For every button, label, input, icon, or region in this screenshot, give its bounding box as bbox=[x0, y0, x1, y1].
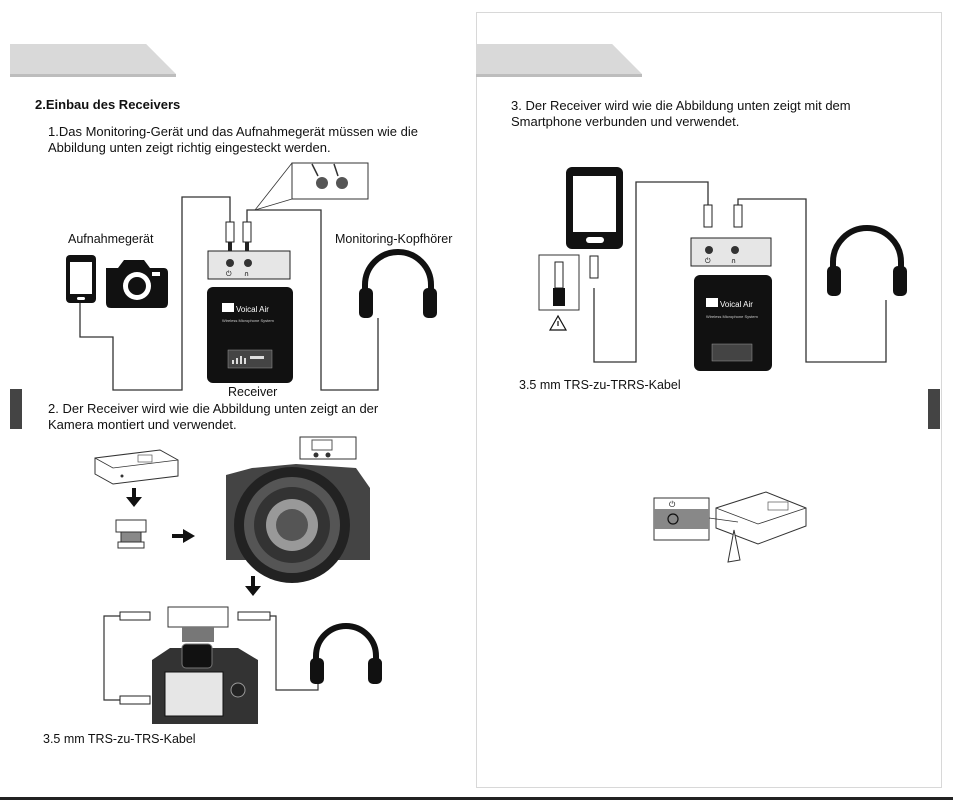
arrow-right-icon bbox=[172, 529, 195, 543]
power-panel: ⏻ bbox=[653, 497, 710, 541]
trs-plugs bbox=[119, 611, 271, 705]
plugs bbox=[703, 204, 743, 228]
arrow-down-icon bbox=[126, 488, 142, 507]
label-receiver: Receiver bbox=[228, 385, 278, 399]
camera-rear bbox=[152, 606, 258, 724]
step3-line2: Smartphone verbunden und verwendet. bbox=[511, 114, 740, 129]
right-header-line bbox=[476, 74, 642, 77]
section-heading: 2.Einbau des Receivers bbox=[35, 97, 181, 112]
left-cable-label: 3.5 mm TRS-zu-TRS-Kabel bbox=[43, 732, 196, 746]
step2-line2: Kamera montiert und verwendet. bbox=[48, 417, 237, 432]
left-header-tab bbox=[10, 44, 176, 74]
left-page: 2.Einbau des Receivers 1.Das Monitoring-… bbox=[0, 0, 476, 800]
hot-shoe-adapter bbox=[115, 519, 147, 549]
receiver-body: Voical Air Wireless Microphone System bbox=[207, 287, 293, 383]
camera-icon bbox=[106, 260, 168, 308]
left-side-tab bbox=[10, 389, 22, 429]
right-side-tab bbox=[928, 389, 940, 429]
step1-line2: Abbildung unten zeigt richtig eingesteck… bbox=[48, 140, 331, 155]
recording-cable bbox=[79, 196, 379, 391]
phone-icon bbox=[66, 255, 96, 303]
headphones-icon bbox=[359, 249, 437, 318]
trrs-cable bbox=[593, 181, 887, 363]
headphones-icon bbox=[310, 623, 382, 684]
phone-icon bbox=[566, 167, 623, 249]
receiver-body: Voical Air Wireless Microphone System bbox=[694, 275, 772, 371]
svg-text:Voical Air: Voical Air bbox=[236, 305, 269, 314]
receiver-angled bbox=[708, 491, 807, 563]
svg-text:Voical Air: Voical Air bbox=[720, 300, 753, 309]
bottom-rule bbox=[0, 797, 953, 800]
svg-text:Wireless Microphone System: Wireless Microphone System bbox=[706, 314, 758, 319]
trs-cable bbox=[103, 615, 319, 701]
step3-line1: 3. Der Receiver wird wie die Abbildung u… bbox=[511, 98, 851, 113]
right-header-tab bbox=[476, 44, 642, 74]
svg-text:∩: ∩ bbox=[244, 270, 249, 278]
svg-text:Wireless Microphone System: Wireless Microphone System bbox=[222, 318, 274, 323]
camera-with-receiver bbox=[226, 436, 370, 583]
label-recorder: Aufnahmegerät bbox=[68, 232, 154, 246]
plugs bbox=[225, 221, 252, 252]
warning-icon bbox=[548, 314, 568, 331]
receiver-top-panel: ⏻ ∩ bbox=[207, 250, 291, 280]
right-illustrations: ⏻ ∩ Voical Air Wireless Microphone Syste… bbox=[538, 167, 907, 563]
svg-text:⏻: ⏻ bbox=[705, 257, 711, 265]
plug-closeup bbox=[538, 254, 580, 311]
receiver-small bbox=[94, 449, 179, 485]
plug-zoom-callout bbox=[254, 162, 369, 211]
arrow-down-icon bbox=[245, 576, 261, 596]
svg-text:∩: ∩ bbox=[731, 257, 736, 265]
right-page: 3. Der Receiver wird wie die Abbildung u… bbox=[476, 0, 953, 800]
left-illustrations: ⏻ ∩ Voical Air Wireless Microphone Syste… bbox=[66, 162, 437, 724]
headphones-icon bbox=[827, 225, 907, 296]
left-header-line bbox=[10, 74, 176, 77]
svg-text:⏻: ⏻ bbox=[226, 270, 232, 278]
power-icon: ⏻ bbox=[669, 500, 676, 509]
receiver-top-panel: ⏻ ∩ bbox=[690, 237, 772, 267]
step2-line1: 2. Der Receiver wird wie die Abbildung u… bbox=[48, 401, 379, 416]
right-cable-label: 3.5 mm TRS-zu-TRRS-Kabel bbox=[519, 378, 681, 392]
small-plug bbox=[589, 255, 599, 279]
label-headphones: Monitoring-Kopfhörer bbox=[335, 232, 453, 246]
step1-line1: 1.Das Monitoring-Gerät und das Aufnahmeg… bbox=[48, 124, 418, 139]
right-page-frame bbox=[476, 12, 942, 788]
